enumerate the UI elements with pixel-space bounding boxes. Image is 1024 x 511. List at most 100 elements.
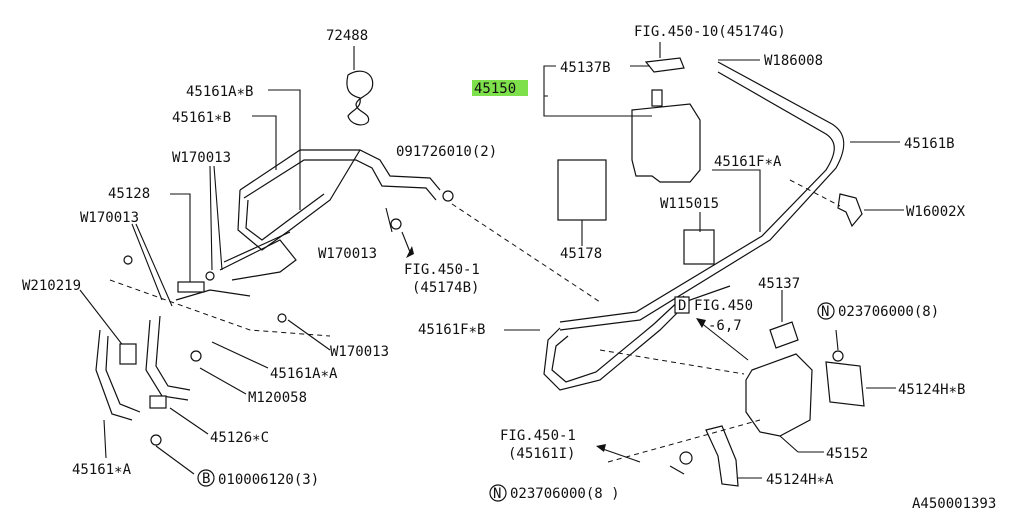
label-w186008: W186008	[764, 53, 823, 69]
dash-to-center	[451, 203, 601, 303]
leader-w170013a-1	[209, 165, 213, 271]
bracket-45124h-b	[825, 361, 865, 407]
leader-m120058	[199, 367, 247, 395]
leader-45161-b	[252, 115, 277, 170]
label-023706000b: 023706000(8 )	[510, 486, 620, 502]
label-45152: 45152	[826, 446, 868, 462]
part-45128	[177, 281, 205, 293]
tank-neck	[651, 89, 663, 107]
leader-45161f-a	[712, 169, 761, 232]
label-45161f-a: 45161F∗A	[714, 154, 782, 170]
clamp-72488	[346, 70, 374, 126]
badge-n2-frame	[489, 484, 507, 502]
arrow-fig4501b	[599, 447, 641, 463]
label-fig4501a: FIG.450-1	[404, 262, 480, 278]
leader-45161a-a	[211, 341, 269, 369]
label-fig450d: FIG.450	[694, 298, 753, 314]
arrowhead-fig450d	[696, 318, 706, 328]
label-w170013c: W170013	[318, 246, 377, 262]
clip-w170013c	[390, 218, 402, 230]
label-w170013b: W170013	[80, 210, 139, 226]
cap-45137b	[644, 57, 685, 73]
arrowhead-fig4501a	[406, 246, 414, 258]
label-fig45010: FIG.450-10(45174G)	[634, 24, 786, 40]
leader-45161-a	[103, 419, 107, 459]
bolt-010006120	[150, 434, 162, 446]
clamp-w115015	[683, 229, 715, 265]
label-45124h-b: 45124H∗B	[898, 382, 965, 398]
label-45137: 45137	[758, 276, 800, 292]
cap-45137	[769, 321, 799, 349]
bracket-45150-top	[543, 65, 556, 97]
hose-45161a-lower1	[95, 329, 133, 421]
label-45137b: 45137B	[560, 60, 611, 76]
leader-010006120	[155, 445, 195, 475]
clip-091726010	[442, 190, 454, 202]
arrow-fig450d	[699, 321, 749, 361]
label-fig4501b: FIG.450-1	[500, 428, 576, 444]
hose-lower5	[175, 289, 251, 301]
hose-lower4	[155, 315, 191, 391]
label-45128: 45128	[108, 186, 150, 202]
leader-w210219	[79, 289, 129, 353]
leader-w170013b-2	[135, 223, 173, 307]
clamp-w210219	[119, 343, 137, 365]
clip-w170013b	[123, 255, 133, 265]
leader-w170013d	[287, 319, 331, 351]
leader-45126c	[169, 407, 209, 435]
label-010006120: 010006120(3)	[218, 472, 319, 488]
clip-w170013d	[277, 313, 287, 323]
dash-left-1	[109, 279, 331, 337]
hose-45161a-lower2	[105, 335, 141, 413]
label-091726010: 091726010(2)	[396, 144, 497, 160]
clip-w170013a	[205, 271, 215, 281]
badge-b-letter: B	[202, 471, 210, 487]
label-45161b: 45161B	[904, 136, 955, 152]
nut-023706000a	[832, 350, 844, 362]
hose-45161a-d	[223, 231, 291, 263]
hose-45161b-b	[243, 159, 437, 201]
hose-45161a-b	[245, 193, 325, 241]
label-45150: 45150	[474, 81, 516, 97]
leader-w170013c	[385, 207, 393, 233]
clip-w16002x	[837, 193, 863, 228]
footer-code: A450001393	[912, 496, 996, 511]
badge-d-letter: D	[678, 298, 686, 314]
hose-45161b-right-a	[559, 61, 845, 331]
leader-45161a-b	[268, 89, 301, 210]
label-45161a-a: 45161A∗A	[270, 366, 338, 382]
leader-023706000a	[835, 329, 839, 351]
tank-45152	[745, 353, 813, 437]
label-45161i: (45161I)	[508, 446, 575, 462]
label-sheet-45178	[557, 159, 607, 221]
label-45161f-b: 45161F∗B	[418, 322, 485, 338]
hose-45161a-a	[237, 149, 361, 251]
label-45126c: 45126∗C	[210, 430, 269, 446]
leader-w170013b-1	[131, 223, 163, 301]
clamp-45126c	[149, 395, 167, 409]
bolt-m120058	[190, 350, 202, 362]
label-023706000a: 023706000(8)	[838, 304, 939, 320]
label-w170013a: W170013	[172, 150, 231, 166]
label-45174b: (45174B)	[412, 280, 479, 296]
leader-45128	[170, 193, 191, 282]
label-w16002x: W16002X	[906, 204, 966, 220]
label-fig450d-2: -6,7	[708, 318, 742, 334]
label-45161a-b: 45161A∗B	[186, 84, 253, 100]
label-m120058: M120058	[248, 390, 307, 406]
nut-023706000b	[679, 451, 693, 465]
label-45161-b: 45161∗B	[172, 110, 231, 126]
badge-d-frame	[674, 296, 690, 314]
leader-023706000b	[669, 465, 685, 475]
badge-n1-frame	[817, 302, 835, 320]
badge-b-frame	[197, 469, 215, 487]
label-45161-a: 45161∗A	[72, 462, 132, 478]
label-45178: 45178	[560, 246, 602, 262]
badge-n1-letter: N	[821, 304, 829, 320]
leader-w170013a-2	[213, 165, 223, 271]
dash-w16002x	[789, 179, 841, 207]
bracket-45124h-a	[705, 425, 739, 487]
bracket-45150-bot	[543, 96, 652, 117]
